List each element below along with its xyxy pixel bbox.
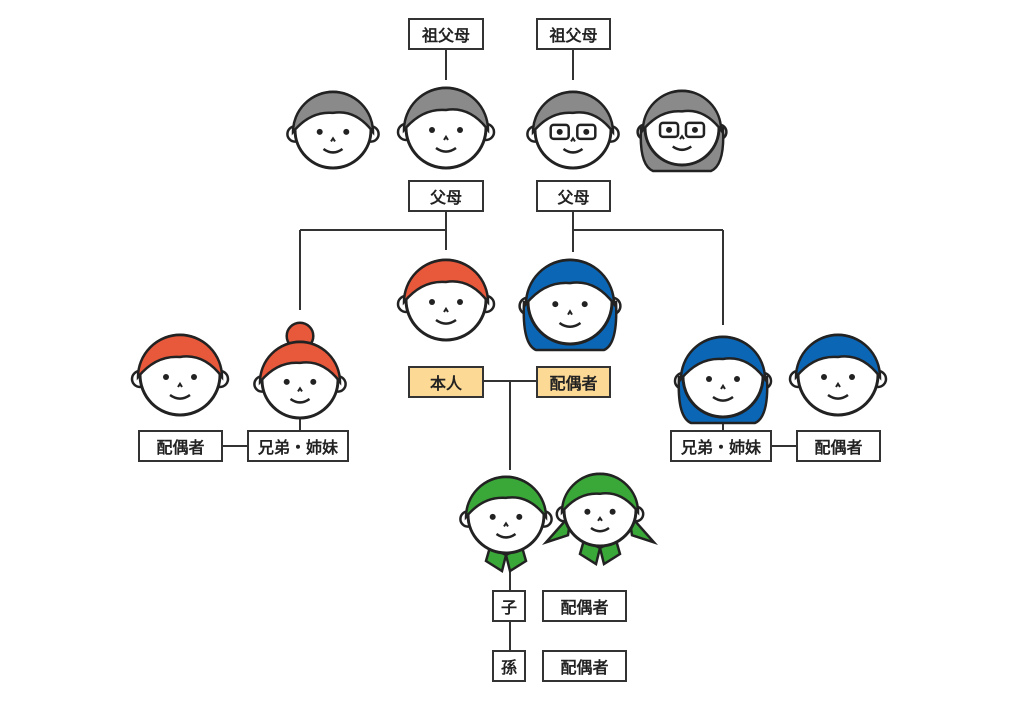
eye-icon [556, 128, 563, 135]
label-parents-left: 父母 [408, 180, 484, 212]
eye-icon [489, 513, 496, 520]
grandmother-left-face [396, 86, 496, 170]
eye-icon [429, 299, 435, 305]
smile [712, 395, 734, 402]
eye-icon [316, 128, 323, 135]
eye-icon [429, 127, 435, 133]
label-sibling-spouse-right: 配偶者 [796, 430, 881, 462]
nose [679, 134, 685, 140]
hair [524, 258, 616, 308]
hair [641, 89, 723, 134]
hair [464, 475, 548, 521]
smile [322, 147, 344, 154]
glasses-icon [658, 121, 680, 139]
hair [679, 335, 767, 383]
smile [672, 145, 692, 152]
eye-icon [583, 128, 590, 135]
smile [435, 146, 457, 153]
hair [136, 333, 224, 381]
nose [567, 309, 573, 316]
nose [443, 306, 449, 313]
child-girl-face [542, 472, 658, 566]
nose [330, 136, 336, 142]
label-grandparents-right: 祖父母 [536, 18, 611, 50]
smile [169, 393, 191, 400]
label-grandparents-left: 祖父母 [408, 18, 484, 50]
label-sibling-left: 兄弟・姉妹 [247, 430, 349, 462]
label-self: 本人 [408, 366, 484, 398]
eye-icon [457, 127, 463, 133]
sibling-left-face [253, 321, 347, 420]
smile [435, 318, 457, 325]
nose [597, 516, 603, 522]
hair [560, 472, 640, 516]
hair [291, 90, 375, 136]
hair [402, 258, 490, 306]
eye-icon [734, 376, 740, 382]
label-grandchild-spouse: 配偶者 [542, 650, 627, 682]
smile [827, 393, 849, 400]
eye-icon [666, 126, 673, 133]
label-spouse: 配偶者 [536, 366, 611, 398]
eye-icon [343, 128, 350, 135]
label-child: 子 [492, 590, 526, 622]
nose [177, 381, 183, 388]
hair [794, 333, 882, 381]
nose [443, 134, 449, 141]
spouse-face [518, 258, 622, 352]
smile [289, 397, 311, 404]
nose [720, 383, 726, 390]
hair [258, 340, 342, 386]
label-sibling-spouse-left: 配偶者 [138, 430, 223, 462]
label-parents-right: 父母 [536, 180, 611, 212]
grandfather-right-face [526, 90, 620, 170]
child-boy-face [459, 475, 553, 573]
nose [503, 521, 509, 527]
grandmother-right-face [636, 89, 728, 173]
eye-icon [516, 513, 523, 520]
smile [495, 532, 517, 539]
hair [402, 86, 490, 134]
self-face [396, 258, 496, 342]
sibling-spouse-right-face [788, 333, 888, 417]
nose [835, 381, 841, 388]
nose [570, 136, 576, 142]
grandfather-left-face [286, 90, 380, 170]
eye-icon [581, 301, 588, 308]
glasses-icon [684, 121, 706, 139]
label-child-spouse: 配偶者 [542, 590, 627, 622]
eye-icon [283, 378, 290, 385]
label-sibling-right: 兄弟・姉妹 [670, 430, 772, 462]
glasses-icon [576, 123, 597, 141]
eye-icon [609, 508, 616, 515]
eye-icon [310, 378, 317, 385]
smile [562, 147, 584, 154]
eye-icon [552, 301, 559, 308]
eye-icon [691, 126, 698, 133]
eye-icon [821, 374, 827, 380]
eye-icon [706, 376, 712, 382]
eye-icon [457, 299, 463, 305]
eye-icon [849, 374, 855, 380]
eye-icon [191, 374, 197, 380]
hair [531, 90, 615, 136]
sibling-right-face [673, 335, 773, 425]
smile [590, 526, 610, 533]
eye-icon [584, 508, 591, 515]
smile [558, 321, 582, 329]
nose [297, 386, 303, 392]
glasses-icon [549, 123, 570, 141]
sibling-spouse-left-face [130, 333, 230, 417]
eye-icon [163, 374, 169, 380]
label-grandchild: 孫 [492, 650, 526, 682]
